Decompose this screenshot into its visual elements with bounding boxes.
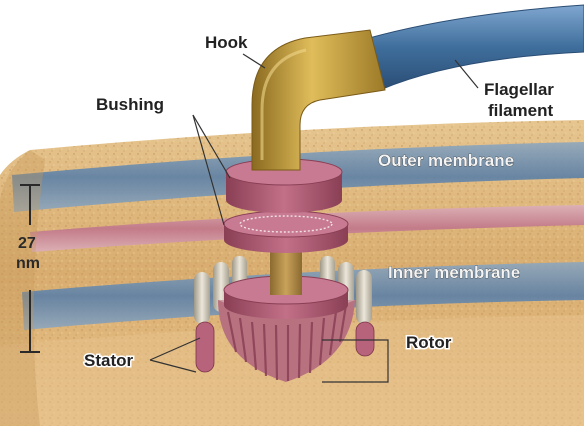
label-inner-membrane: Inner membrane [388,263,520,282]
label-rotor: Rotor [406,333,452,352]
label-scale-unit: nm [16,255,40,272]
label-hook: Hook [205,33,248,52]
label-bushing: Bushing [96,95,164,114]
label-outer-membrane: Outer membrane [378,151,514,170]
bushing-p-ring [224,211,348,253]
label-flagellar-filament-1: Flagellar [484,80,554,99]
label-flagellar-filament-2: filament [488,101,554,120]
label-scale-value: 27 [18,235,36,252]
label-stator: Stator [84,351,134,370]
